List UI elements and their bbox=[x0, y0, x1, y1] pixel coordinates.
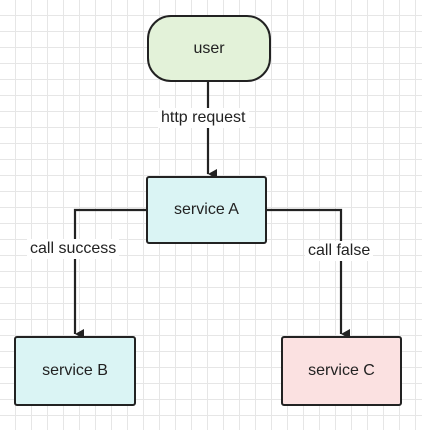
edge-label-http-request: http request bbox=[158, 108, 249, 128]
node-user-label: user bbox=[193, 39, 225, 57]
edge-service-a-to-service-b bbox=[73, 208, 146, 339]
node-service-b: service B bbox=[14, 336, 136, 406]
edge-service-a-to-service-c bbox=[266, 208, 350, 339]
node-user: user bbox=[147, 15, 271, 82]
edge-label-call-false: call false bbox=[305, 241, 374, 261]
node-service-a-label: service A bbox=[174, 201, 239, 218]
node-service-c-label: service C bbox=[308, 362, 375, 379]
node-service-c: service C bbox=[281, 336, 402, 406]
node-service-b-label: service B bbox=[42, 362, 108, 379]
node-service-a: service A bbox=[146, 176, 267, 244]
edge-label-call-success: call success bbox=[27, 239, 120, 259]
